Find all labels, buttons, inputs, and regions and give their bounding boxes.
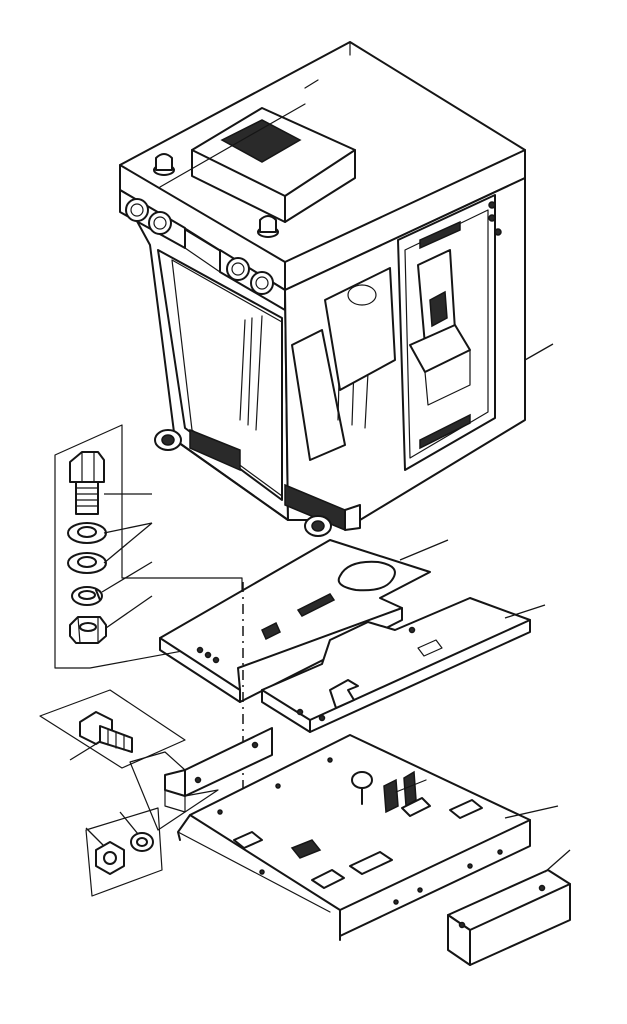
cab-front-window [157,249,283,501]
flange-bolt-kit-box [39,689,186,769]
leader-spring-washer [101,561,153,593]
operator-cab [119,41,526,537]
skirt-left [189,428,241,472]
beacon-light-right [257,215,279,238]
headlight-bar-right [219,249,286,311]
leader-cab [524,343,554,361]
leader-flange-nut [85,827,105,847]
bracket-callout-box [129,751,219,831]
flat-washer-2 [67,552,107,574]
plate-cutout-4 [449,799,483,819]
leader-base-plate [504,805,559,819]
plate-lever-assembly [351,770,431,817]
leader-floor-mat-upper [399,539,449,561]
lock-washer [130,832,154,852]
roof-unit-panel [220,119,302,163]
leader-angle-rail [544,849,571,873]
nut-washer-kit-box [85,807,163,897]
plate-grid-block [290,839,322,859]
leader-floor-mat-lower [504,604,546,619]
angle-rail [447,869,571,966]
mounting-bracket [164,727,273,813]
flange-nut [95,841,125,875]
floor-mat-cross-cutout [329,679,359,709]
floor-mat-oval-opening [337,560,396,592]
caster-wheel-right [304,515,332,537]
plate-cutout-3 [349,851,393,875]
leader-washers [103,522,153,564]
hex-bolt [69,451,105,515]
side-door-frame [397,194,496,471]
beacon-light-left [153,153,175,176]
leader-nut [105,595,153,629]
floor-mat-upper [159,539,431,703]
plate-cutout-2 [311,869,345,889]
caster-wheel-left [154,429,182,451]
door-hinge-top [419,220,461,250]
plate-cutout-1 [233,831,263,849]
leader-flange-bolt [69,743,97,761]
flange-bolt [79,711,133,753]
interior-panel [324,267,396,391]
flat-washer-1 [67,522,107,544]
base-floor-plate [177,734,531,941]
operator-seat [409,249,471,406]
floor-mat-lower [261,597,531,733]
spring-washer [71,586,103,606]
hex-nut [69,616,107,644]
leader-lock-washer [119,811,139,835]
door-hinge-bottom [419,413,471,450]
interior-console [291,329,346,461]
wiper-bar [184,227,221,273]
